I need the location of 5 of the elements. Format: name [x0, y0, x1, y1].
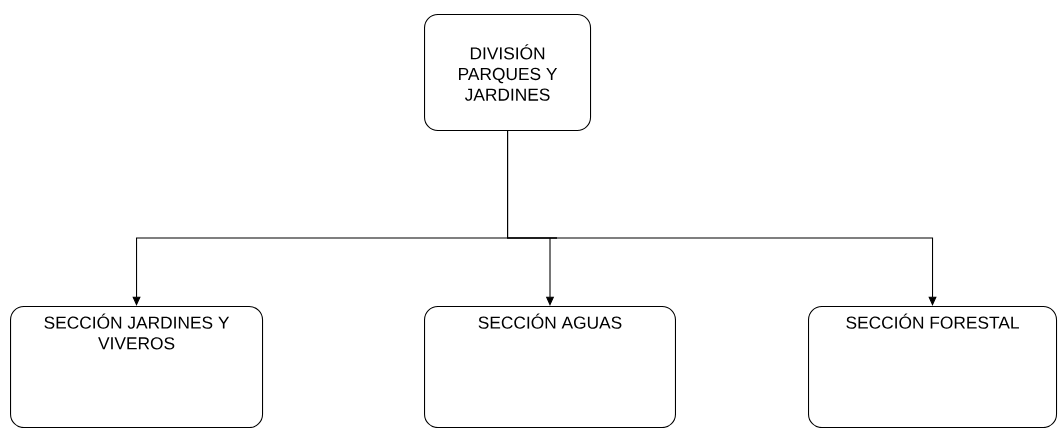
arrow: [507, 130, 937, 306]
org-box: SECCIÓN AGUAS: [424, 306, 676, 428]
org-box: SECCIÓN JARDINES Y VIVEROS: [10, 306, 264, 428]
org-box: SECCIÓN FORESTAL: [808, 306, 1058, 428]
org-box: DIVISIÓN PARQUES Y JARDINES: [424, 14, 592, 132]
